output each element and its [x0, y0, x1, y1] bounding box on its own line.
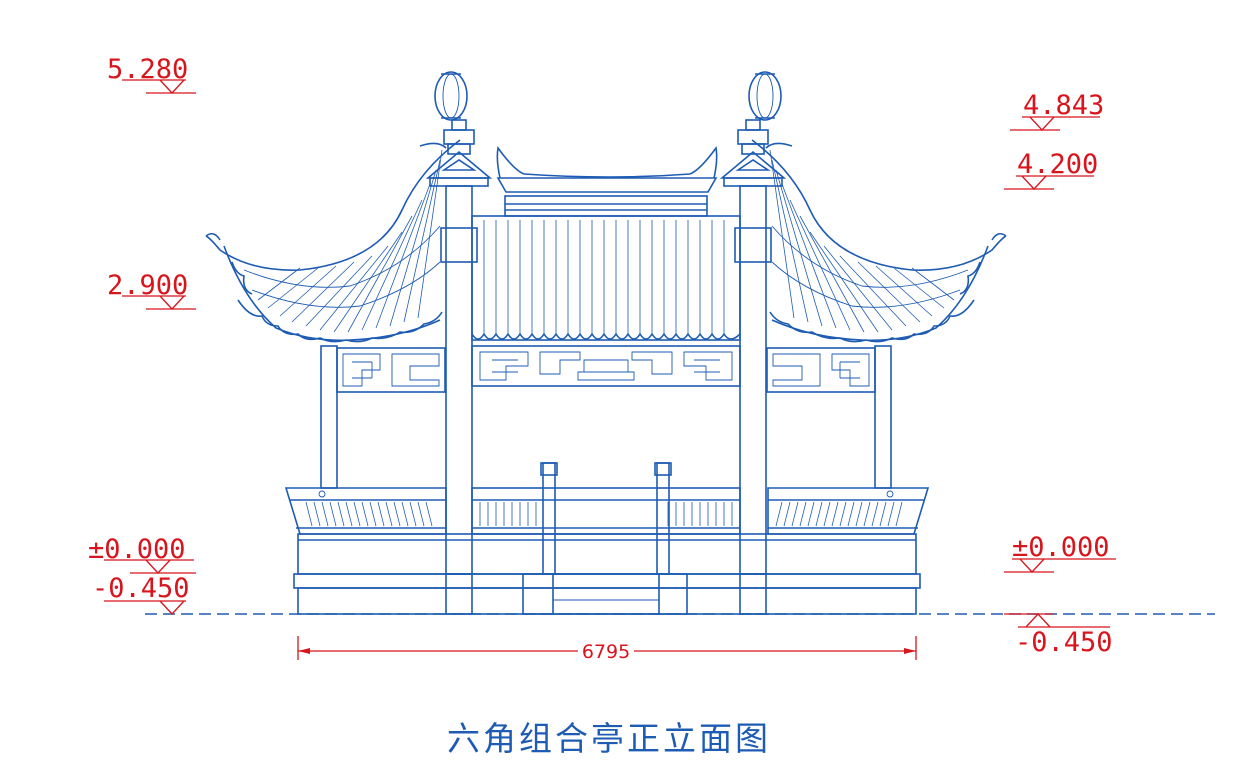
level-marker: 4.200: [1004, 149, 1098, 190]
finial-left: [419, 71, 493, 187]
finial-right: [719, 71, 793, 187]
level-marker: ±0.000: [88, 534, 196, 574]
lattice-frieze-left: [336, 347, 446, 393]
level-marker: 2.900: [107, 270, 196, 310]
railing-left: [284, 487, 447, 535]
outer-columns: [320, 345, 892, 489]
level-marker: ±0.000: [1004, 532, 1116, 573]
level-label: -0.450: [1015, 627, 1113, 658]
dimension-label: 6795: [582, 641, 630, 663]
plinth: [293, 533, 921, 615]
level-marker: -0.450: [1004, 613, 1113, 658]
level-markers-right: 4.843 4.200 ±0.000 -0.450: [1004, 90, 1116, 658]
level-markers-left: 5.280 2.900 ±0.000 -0.450: [88, 54, 196, 615]
level-label: -0.450: [92, 573, 190, 604]
railing-center: [471, 462, 741, 575]
lattice-frieze-center: [471, 345, 741, 387]
center-ridge: [496, 145, 718, 217]
roof-left: [205, 139, 461, 343]
level-label: 4.200: [1017, 149, 1098, 180]
pavilion-elevation: [145, 71, 1215, 615]
level-label: ±0.000: [1012, 532, 1110, 563]
level-marker: 4.843: [1010, 90, 1104, 131]
dimension-line: 6795: [297, 636, 917, 663]
lattice-frieze-right: [766, 347, 876, 393]
level-marker: 5.280: [107, 54, 196, 94]
drawing-title: 六角组合亭正立面图: [447, 719, 771, 758]
center-gable: [471, 215, 741, 341]
level-label: 4.843: [1023, 90, 1104, 121]
level-marker: -0.450: [92, 573, 190, 615]
railing-right: [767, 487, 930, 535]
roof-right: [751, 139, 1007, 343]
